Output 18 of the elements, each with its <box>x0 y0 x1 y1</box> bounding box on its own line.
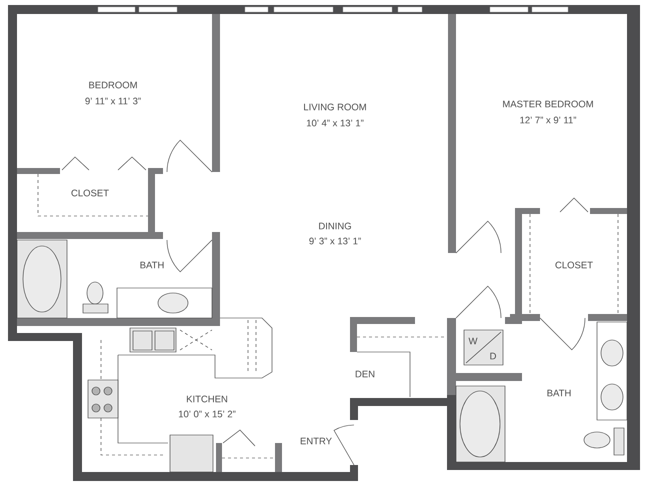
room-dimensions: 10’ 0” x 15’ 2” <box>178 410 236 418</box>
room-dimensions: 10’ 4” x 13’ 1” <box>306 120 364 126</box>
room-name: BATH <box>140 262 164 268</box>
room-name: BEDROOM <box>89 82 137 88</box>
room-name: ENTRY <box>300 438 332 444</box>
room-dimensions: 9’ 3” x 13’ 1” <box>309 238 361 244</box>
room-name: LIVING ROOM <box>304 104 366 110</box>
appliance-letter: D <box>490 352 496 360</box>
room-dimensions: 9’ 11” x 11’ 3” <box>85 98 141 104</box>
room-name: BATH <box>547 390 571 396</box>
room-name: DINING <box>319 222 351 230</box>
room-name: CLOSET <box>556 262 593 268</box>
room-dimensions: 12’ 7” x 9’ 11” <box>520 116 576 124</box>
room-name: DEN <box>356 370 374 378</box>
room-name: KITCHEN <box>186 396 228 402</box>
room-name: MASTER BEDROOM <box>503 100 593 108</box>
appliance-letter: W <box>468 338 478 344</box>
room-name: CLOSET <box>71 190 109 196</box>
